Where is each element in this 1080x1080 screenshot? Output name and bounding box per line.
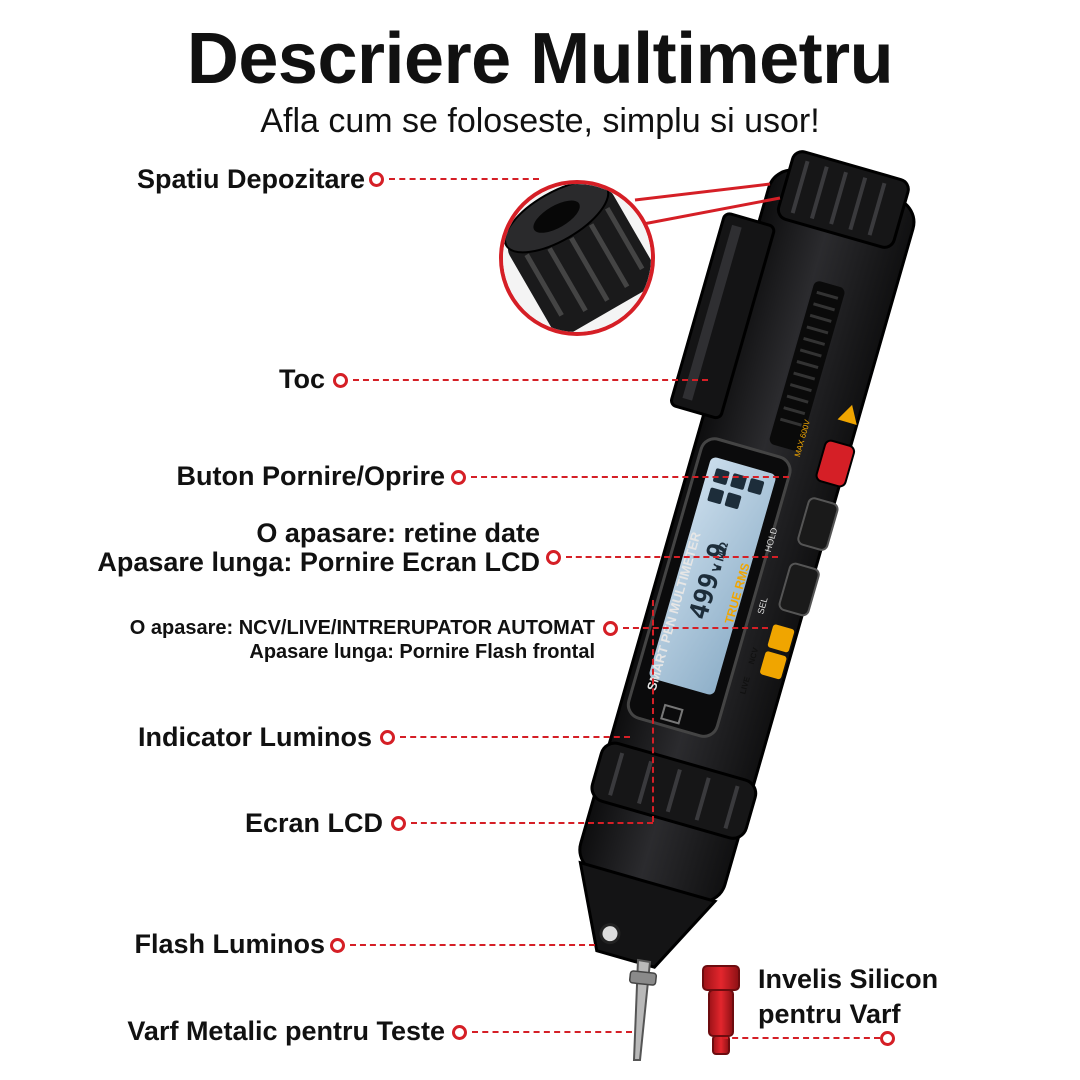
indicator-leader-line [400,736,630,738]
page-title: Descriere Multimetru [186,19,894,99]
storage-zoom-circle [499,180,781,336]
hold-leader-line [566,556,778,558]
hold-label-line2: Apasare lunga: Pornire Ecran LCD [97,547,540,577]
ncv-label-line1: O apasare: NCV/LIVE/INTRERUPATOR AUTOMAT [129,617,595,639]
hold-callout-dot [546,550,561,565]
storage-label: Spatiu Depozitare [136,164,365,194]
power-button-label: Buton Pornire/Oprire [176,461,445,491]
storage-leader-line [389,178,539,180]
case-callout-dot [333,373,348,388]
indicator-callout-dot [380,730,395,745]
cap-callout-dot [880,1031,895,1046]
power-leader-line [471,476,789,478]
storage-callout-dot [369,172,384,187]
flash-leader-line [350,944,595,946]
case-leader-line [353,379,708,381]
cap-leader-line [722,1037,880,1039]
lcd-leader-line [411,822,653,824]
indicator-label: Indicator Luminos [137,722,372,752]
probe-tip-label: Varf Metalic pentru Teste [127,1016,445,1046]
lcd-callout-dot [391,816,406,831]
probe-tip-callout-dot [452,1025,467,1040]
cap-label-line2: pentru Varf [758,999,901,1029]
probe-tip [628,958,658,1061]
pen-body [578,150,916,969]
cap-label-line1: Invelis Silicon [758,964,939,994]
silicone-tip-cap [702,965,740,1055]
case-label: Toc [279,364,325,394]
flash-callout-dot [330,938,345,953]
ncv-label-line2: Apasare lunga: Pornire Flash frontal [249,641,595,663]
hold-label-line1: O apasare: retine date [256,518,540,548]
ncv-leader-line [623,627,768,629]
probe-tip-leader-line [472,1031,632,1033]
flash-label: Flash Luminos [134,929,325,959]
ncv-callout-dot [603,621,618,636]
sel-button-text: SEL [755,596,769,615]
lcd-label: Ecran LCD [244,808,383,838]
lcd-leader-vertical [652,600,654,822]
page-subtitle: Afla cum se foloseste, simplu si usor! [260,102,820,140]
power-callout-dot [451,470,466,485]
